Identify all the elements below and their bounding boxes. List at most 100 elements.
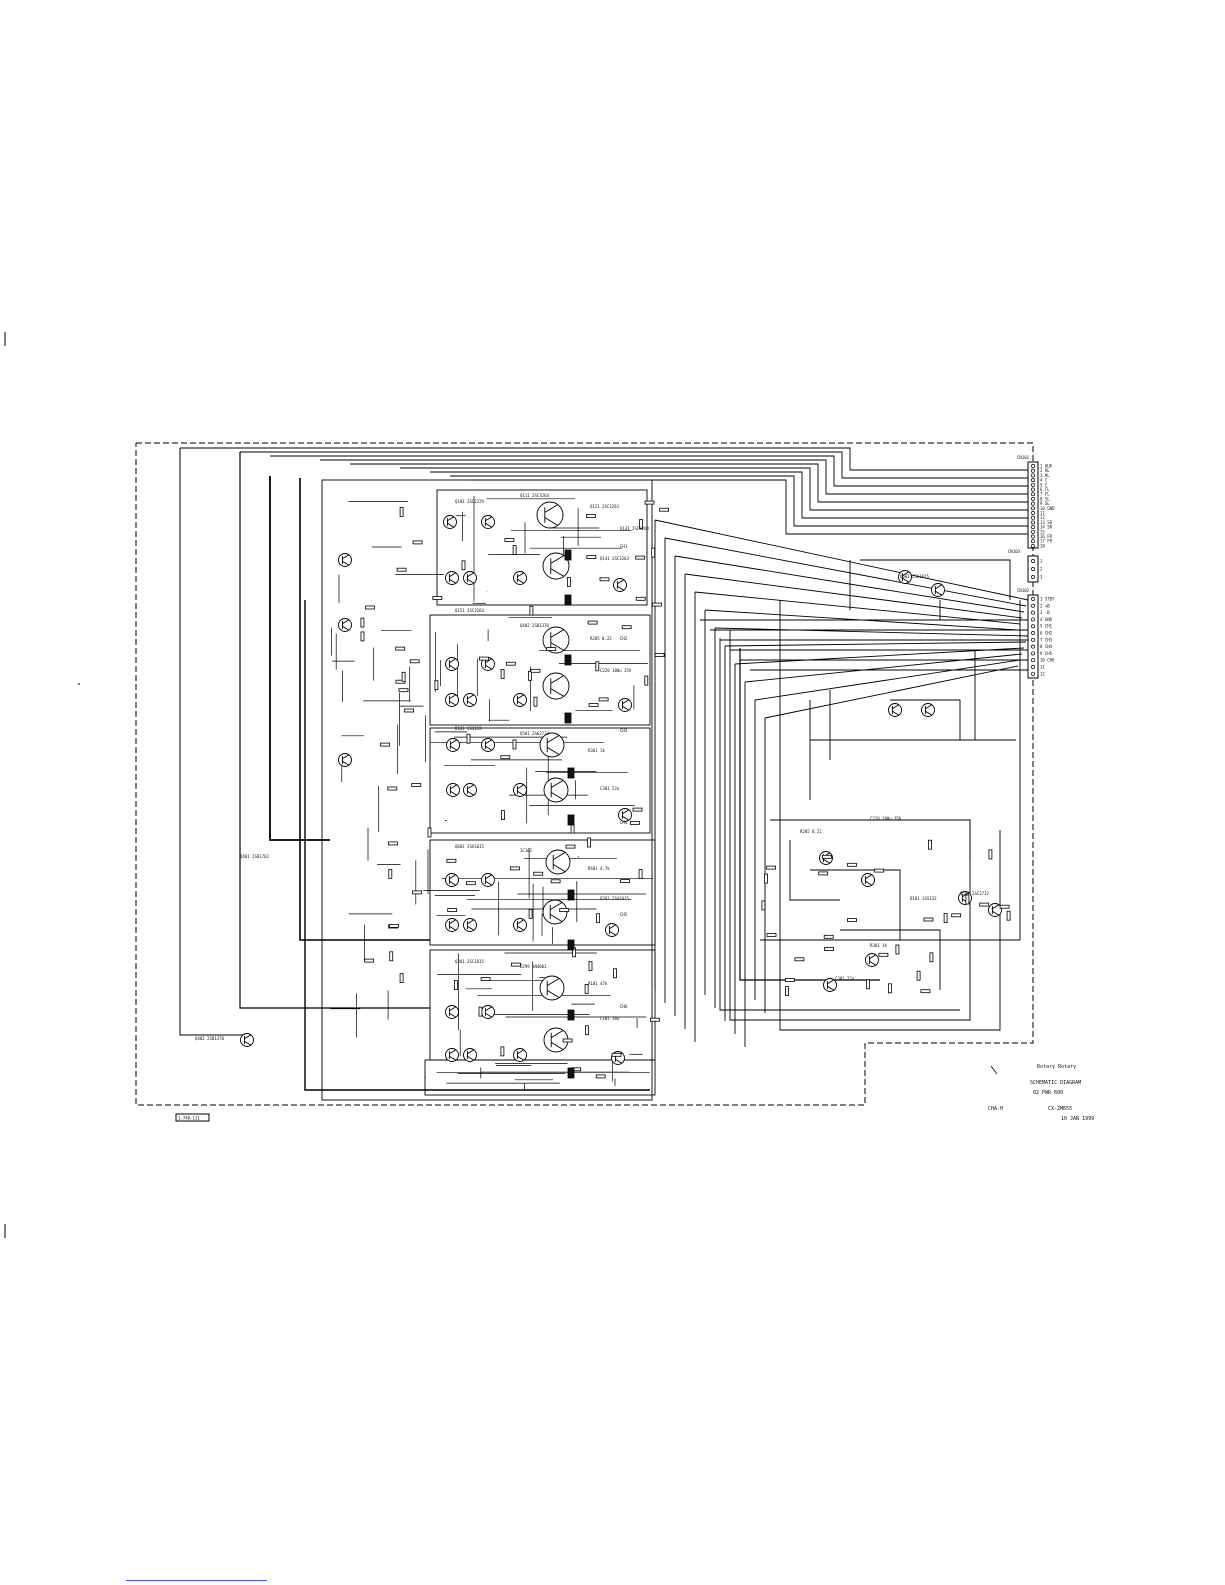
connector-pin [1031,631,1035,635]
wire [240,451,1028,479]
connector-pin [1031,487,1035,492]
channel-output-label: CH4 [620,820,628,825]
resistor [427,827,432,838]
resistor [784,978,795,982]
part-label: R401 4.7k [588,866,610,871]
transistor-symbol [513,693,527,707]
resistor [847,862,857,867]
wire [179,448,245,1036]
connector-pin-label: 15 [1040,529,1045,534]
resistor [635,555,646,560]
transistor-symbol [543,1027,569,1053]
transistor-symbol [481,873,495,887]
resistor [644,675,649,686]
channel-output-label: CH6 [620,1004,628,1009]
emitter-resistor [564,654,572,666]
transistor-symbol [463,693,477,707]
connector-pin-label: 12 [1040,515,1045,520]
resistor [620,879,630,883]
part-label: R205 0.22 [590,636,612,641]
resistor [546,647,557,651]
connector-pin [1031,506,1035,511]
part-label: IC101 [520,848,533,853]
part-label: Q203 2SA1015 [600,896,629,901]
resistor [965,894,970,905]
amp-outer-box [321,479,653,1101]
emitter-resistor [567,1067,575,1079]
resistor [923,917,934,922]
connector-pin-label: 7 CH3 [1040,637,1053,642]
part-label: C301 22u [835,976,855,981]
resistor [929,952,934,963]
resistor [567,577,571,587]
transistor-symbol [463,783,477,797]
wire [729,630,971,1021]
connector-pin-label: 1 AUX [1040,464,1053,469]
resistor [387,786,398,791]
transistor-symbol [463,918,477,932]
resistor [595,661,600,672]
connector-pin [1031,515,1035,520]
resistor [632,807,643,812]
connector-pin-label: 1 [1040,559,1043,564]
transistor-symbol [921,703,935,717]
connector-pin [1031,468,1035,473]
part-label: Q402 2SB1370 [520,623,549,628]
resistor [399,973,404,983]
part-label: Q401 2SD1762 [240,854,269,859]
resistor [874,868,885,873]
part-label: Q101 2SC2229 [455,499,484,504]
resistor [529,605,534,616]
wire [450,475,1028,527]
connector-pin-label: 8 SL [1040,496,1050,501]
resistor [533,696,538,707]
connector-pin [1031,529,1035,534]
transistor-symbol [445,1005,459,1019]
resistor [866,979,870,990]
connector-pin [1031,539,1035,544]
connector-pin [1031,644,1035,649]
wiring [179,447,1029,1093]
emitter-resistor [567,814,575,826]
resistor [364,958,375,963]
connector-pin [1031,543,1035,548]
resistor [920,989,931,994]
connector-pin-label: 7 FL [1040,492,1050,497]
amp-channel-box [429,727,651,834]
connector-pin-label: 1 STBY [1040,597,1055,602]
transistor-symbol [536,501,564,529]
transistor-symbol [542,899,568,925]
resistor [500,755,511,760]
resistor [598,697,609,702]
connector-pin [1031,567,1035,571]
transistor-symbol [898,570,912,584]
resistor [823,934,834,939]
wire [180,447,1028,471]
connector-pin-label: 3 -B [1040,610,1050,615]
resistor [398,688,409,693]
resistor [500,669,505,679]
resistor [587,837,591,848]
connector-pin-label: 2 [1040,567,1043,572]
wire [734,647,1025,665]
resistor [562,1038,573,1043]
connector-pin-label: 6 CH2 [1040,631,1053,636]
connector-pin-label: 6 FL [1040,487,1050,492]
connector-pin-label: 9 CH5 [1040,651,1053,656]
resistor [446,858,457,863]
connector-pin-label: 4 GND [1040,617,1053,622]
amp-channel-box [424,1059,656,1096]
wire [654,519,1029,601]
transistor-symbol [542,552,570,580]
part-label: Q601 2SA1015 [900,574,929,579]
wire [269,476,330,841]
resistor [412,890,423,895]
wire [744,653,1023,683]
transistor-symbol [545,849,571,875]
connector-pin-label: 9 SL [1040,501,1050,506]
resistor [943,913,948,923]
transistor-symbols [240,501,1002,1065]
wire [770,819,971,860]
